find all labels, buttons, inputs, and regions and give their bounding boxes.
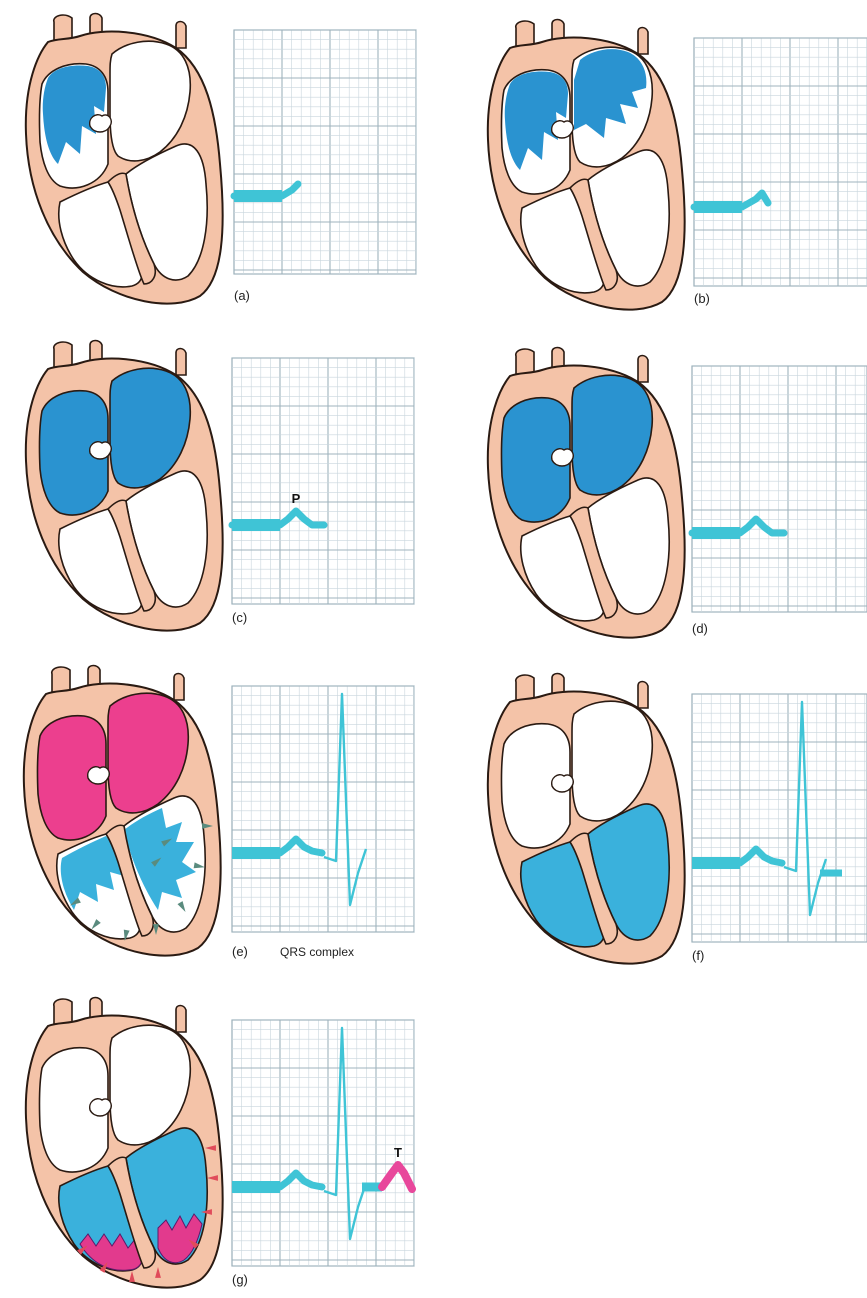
av-node (88, 767, 110, 784)
panel-f: (f) (488, 674, 867, 964)
heart-illustration-c (26, 341, 223, 631)
av-node (552, 121, 574, 138)
ecg-paper (232, 686, 414, 932)
av-node (552, 775, 574, 792)
panel-e: (e) QRS complex (24, 666, 415, 960)
panel-a: (a) (26, 14, 417, 304)
av-node (90, 1099, 112, 1116)
ecg-grid-a (234, 30, 416, 274)
panel-label: (c) (232, 610, 247, 625)
ecg-paper (692, 366, 867, 612)
av-node (90, 442, 112, 459)
panel-label: (g) (232, 1272, 248, 1287)
panel-d: (d) (488, 348, 867, 638)
panel-label: (b) (694, 291, 710, 306)
av-node (552, 449, 574, 466)
ecg-grid-b (694, 38, 867, 286)
ecg-grid-f (692, 694, 867, 942)
heart-illustration-e (24, 666, 221, 956)
heart-illustration-a (26, 14, 223, 304)
ecg-grid-c (232, 358, 414, 604)
pulmonary-vein (638, 28, 648, 55)
heart-illustration-b (488, 20, 685, 310)
ecg-paper (232, 358, 414, 604)
pulmonary-vein (638, 356, 648, 383)
panel-b: (b) (488, 20, 867, 310)
pulmonary-vein (174, 674, 184, 701)
panel-label: (d) (692, 621, 708, 636)
ecg-grid-g (232, 1020, 414, 1266)
panel-g: (g) T (26, 998, 415, 1288)
heart-illustration-g (26, 998, 223, 1288)
panel-caption: QRS complex (280, 945, 354, 959)
av-node (90, 115, 112, 132)
wave-label: P (292, 491, 301, 506)
ecg-paper (234, 30, 416, 274)
panel-label: (e) (232, 944, 248, 959)
pulmonary-vein (176, 349, 186, 376)
pulmonary-vein (176, 22, 186, 49)
panel-label: (a) (234, 288, 250, 303)
pulmonary-vein (176, 1006, 186, 1033)
ecg-grid-d (692, 366, 867, 612)
heart-illustration-d (488, 348, 685, 638)
pulmonary-vein (638, 682, 648, 709)
panels-layer: (a) (b) (c) P (d) (e) QRS complex (f) (g) T (24, 14, 867, 1288)
wave-label: T (394, 1145, 402, 1160)
heart-illustration-f (488, 674, 685, 964)
ecg-grid-e (232, 686, 414, 932)
panel-c: (c) P (26, 341, 415, 631)
ecg-paper (232, 1020, 414, 1266)
ecg-paper (692, 694, 867, 942)
panel-label: (f) (692, 948, 704, 963)
